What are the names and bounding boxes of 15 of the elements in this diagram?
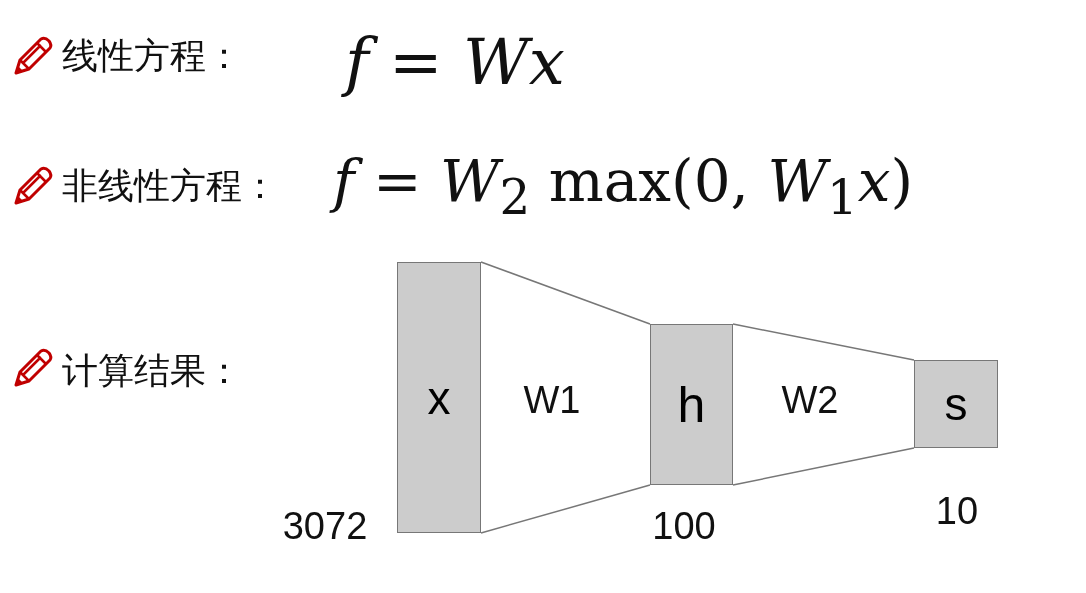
size-label: 10 [935, 490, 979, 533]
connector-line [732, 323, 915, 361]
heading-text: 线性方程： [62, 38, 242, 74]
size-label: 3072 [282, 505, 368, 548]
heading-text: 计算结果： [62, 353, 242, 389]
heading-text: 非线性方程： [62, 168, 278, 204]
connector-line [480, 484, 651, 534]
size-label: 100 [652, 505, 716, 548]
layer-box: h [650, 324, 733, 485]
layer-box: s [914, 360, 998, 448]
layer-box: x [397, 262, 481, 533]
weight-label: W1 [523, 378, 581, 422]
weight-label: W2 [781, 378, 839, 422]
connector-line [480, 261, 651, 325]
connector-line [732, 447, 915, 486]
